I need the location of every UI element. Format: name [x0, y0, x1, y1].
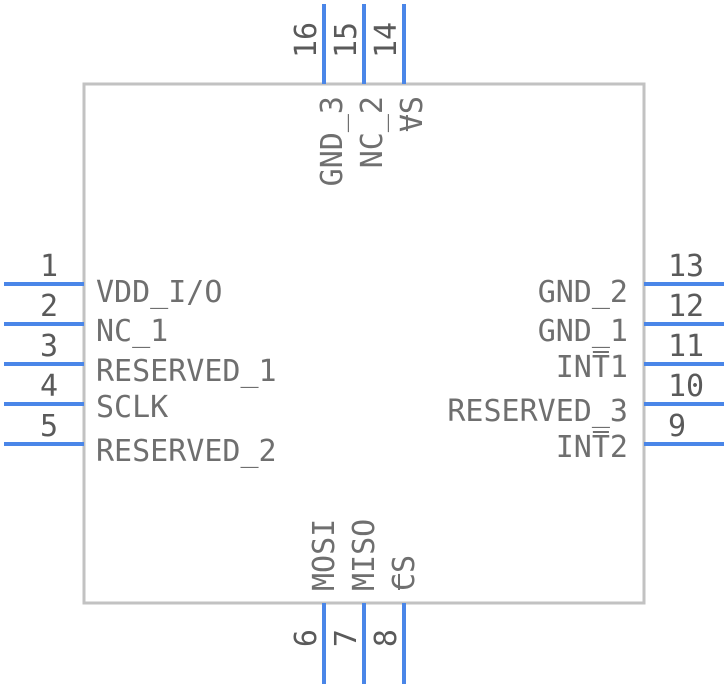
pin-number: 3	[40, 329, 58, 364]
pin-label: MISO	[347, 519, 382, 591]
pin-label: NC_2	[355, 96, 390, 168]
pin-number: 7	[329, 629, 364, 647]
pin-number: 6	[289, 629, 324, 647]
pin-label: SCLK	[96, 390, 168, 425]
pin-number: 2	[40, 289, 58, 324]
pin-number: 13	[668, 249, 704, 284]
pin-label: GND_3	[315, 96, 350, 186]
pin-number: 9	[668, 409, 686, 444]
pin-label: INT2	[556, 430, 628, 465]
pin-7-miso: 7 MISO	[329, 519, 382, 684]
pin-number: 1	[40, 249, 58, 284]
pin-number: 15	[329, 22, 364, 58]
pin-label: CS	[387, 555, 422, 591]
pin-6-mosi: 6 MOSI	[289, 519, 342, 684]
pin-number: 5	[40, 409, 58, 444]
pin-label: VDD_I/O	[96, 275, 222, 310]
pin-label: RESERVED_2	[96, 434, 277, 469]
pin-number: 11	[668, 329, 704, 364]
pin-label: GND_2	[538, 275, 628, 310]
pin-label: GND_1	[538, 314, 628, 349]
pin-number: 4	[40, 369, 58, 404]
pin-8-cs: 8 CS	[369, 555, 422, 684]
pin-label: VS	[395, 96, 430, 132]
pin-number: 8	[369, 629, 404, 647]
pin-label: NC_1	[96, 314, 168, 349]
pin-label: INT1	[556, 350, 628, 385]
pin-number: 10	[668, 369, 704, 404]
pins-layer: 1VDD_I/O2NC_13RESERVED_14SCLK5RESERVED_2…	[4, 4, 724, 684]
pin-label: RESERVED_3	[447, 394, 628, 429]
pin-label: RESERVED_1	[96, 354, 277, 389]
pin-label: MOSI	[307, 519, 342, 591]
pin-number: 16	[289, 22, 324, 58]
pin-number: 14	[369, 22, 404, 58]
pin-number: 12	[668, 289, 704, 324]
pin-2-nc-1: 2NC_1	[4, 289, 168, 349]
